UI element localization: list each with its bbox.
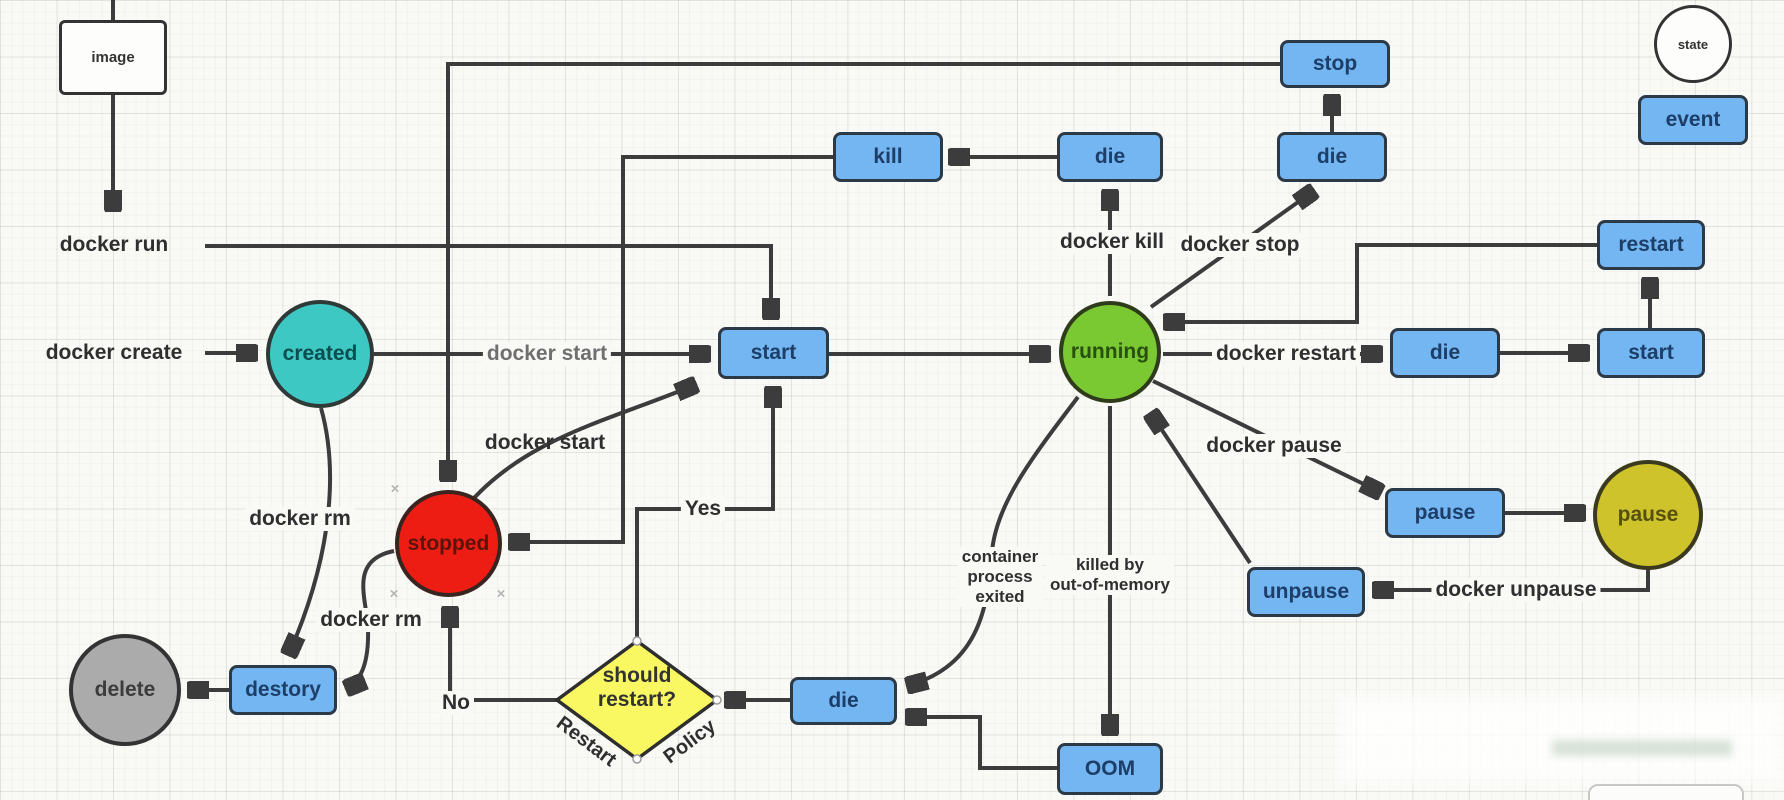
event-restart[interactable]: restart (1597, 220, 1705, 270)
label-docker-unpause: docker unpause (1431, 578, 1601, 602)
image-node[interactable]: image (59, 20, 167, 95)
event-kill[interactable]: kill (833, 132, 943, 182)
label-killed-by-oom: killed by out-of-memory (1046, 555, 1174, 595)
state-created[interactable]: created (266, 300, 374, 408)
blur-smudge (1552, 740, 1732, 756)
label-docker-stop: docker stop (1176, 233, 1304, 257)
label-docker-rm-stopped: docker rm (316, 608, 426, 632)
edge-restart-to-running (1163, 243, 1597, 322)
legend-state-label: state (1677, 36, 1709, 52)
label-no: No (438, 691, 474, 715)
event-oom[interactable]: OOM (1057, 743, 1163, 795)
event-stop[interactable]: stop (1280, 40, 1390, 88)
state-stopped[interactable]: stopped (395, 490, 502, 597)
handle-x-mark: × (389, 585, 399, 603)
label-docker-start-created: docker start (482, 342, 612, 366)
event-die-label: die (1094, 145, 1126, 168)
event-start-restart-loop[interactable]: start (1597, 328, 1705, 378)
event-stop-label: stop (1312, 52, 1358, 75)
label-container-line3: exited (975, 587, 1025, 606)
diamond-handle-top (632, 636, 642, 646)
edge-kill-to-stopped (508, 155, 833, 542)
blur-overlay (1338, 696, 1784, 784)
state-created-label: created (282, 342, 358, 365)
partial-dialog (1588, 784, 1744, 800)
event-die-label: die (828, 689, 859, 712)
event-unpause-label: unpause (1262, 580, 1350, 603)
event-destory[interactable]: destory (229, 665, 337, 715)
edge-no-to-stopped (450, 606, 557, 702)
state-paused[interactable]: pause (1593, 460, 1703, 570)
state-running[interactable]: running (1059, 301, 1161, 403)
label-killedby-line2: out-of-memory (1050, 575, 1170, 594)
should-restart-label: should restart? (557, 664, 717, 712)
handle-x-mark: × (496, 585, 506, 603)
event-unpause[interactable]: unpause (1247, 567, 1365, 617)
event-die-label: die (1429, 341, 1461, 364)
edge-process-exited-to-die (906, 395, 1080, 686)
label-docker-run: docker run (59, 233, 169, 256)
label-docker-create: docker create (45, 341, 183, 364)
event-start-label: start (750, 341, 797, 364)
handle-x-mark: × (390, 480, 400, 498)
legend-event-label: event (1665, 108, 1721, 131)
event-die-after-kill[interactable]: die (1057, 132, 1163, 182)
edge-stop-to-stopped (448, 62, 1280, 482)
edge-docker-run-to-start (205, 244, 771, 320)
label-docker-restart: docker restart (1211, 342, 1361, 366)
state-stopped-label: stopped (407, 531, 490, 555)
label-docker-pause: docker pause (1202, 434, 1346, 458)
state-paused-label: pause (1617, 503, 1679, 526)
label-container-line2: process (967, 567, 1033, 586)
should-restart-line2: restart? (597, 688, 677, 711)
diamond-handle-bottom (632, 754, 642, 764)
event-destory-label: destory (245, 678, 321, 701)
event-start[interactable]: start (718, 327, 829, 379)
label-container-line1: container (961, 547, 1039, 566)
label-killedby-line1: killed by (1075, 555, 1145, 574)
diamond-handle-right (712, 695, 722, 705)
event-die-restart-loop[interactable]: die (1390, 328, 1500, 378)
image-node-label: image (91, 49, 135, 66)
event-oom-label: OOM (1084, 757, 1136, 780)
legend-event-box[interactable]: event (1638, 95, 1748, 145)
should-restart-line1: should (602, 664, 672, 687)
state-running-label: running (1070, 340, 1150, 363)
event-pause[interactable]: pause (1385, 488, 1505, 538)
event-kill-label: kill (873, 145, 903, 168)
legend-state-circle[interactable]: state (1654, 5, 1732, 83)
event-die-after-stop[interactable]: die (1277, 132, 1387, 182)
event-die-label: die (1316, 145, 1348, 168)
state-deleted[interactable]: delete (69, 634, 181, 746)
event-start-label: start (1628, 341, 1674, 364)
label-yes: Yes (680, 497, 726, 521)
label-docker-rm-created: docker rm (245, 507, 355, 531)
edge-docker-start-stopped-to-start (464, 384, 697, 509)
state-deleted-label: delete (94, 678, 156, 701)
event-pause-label: pause (1414, 501, 1476, 524)
event-die-exit[interactable]: die (790, 677, 897, 725)
label-docker-kill: docker kill (1056, 230, 1168, 254)
event-restart-label: restart (1618, 233, 1684, 256)
label-docker-start-stopped: docker start (484, 431, 606, 454)
edge-oom-to-die (905, 717, 1057, 770)
edge-unpause-to-running (1150, 412, 1252, 565)
label-container-process-exited: container process exited (957, 547, 1043, 607)
